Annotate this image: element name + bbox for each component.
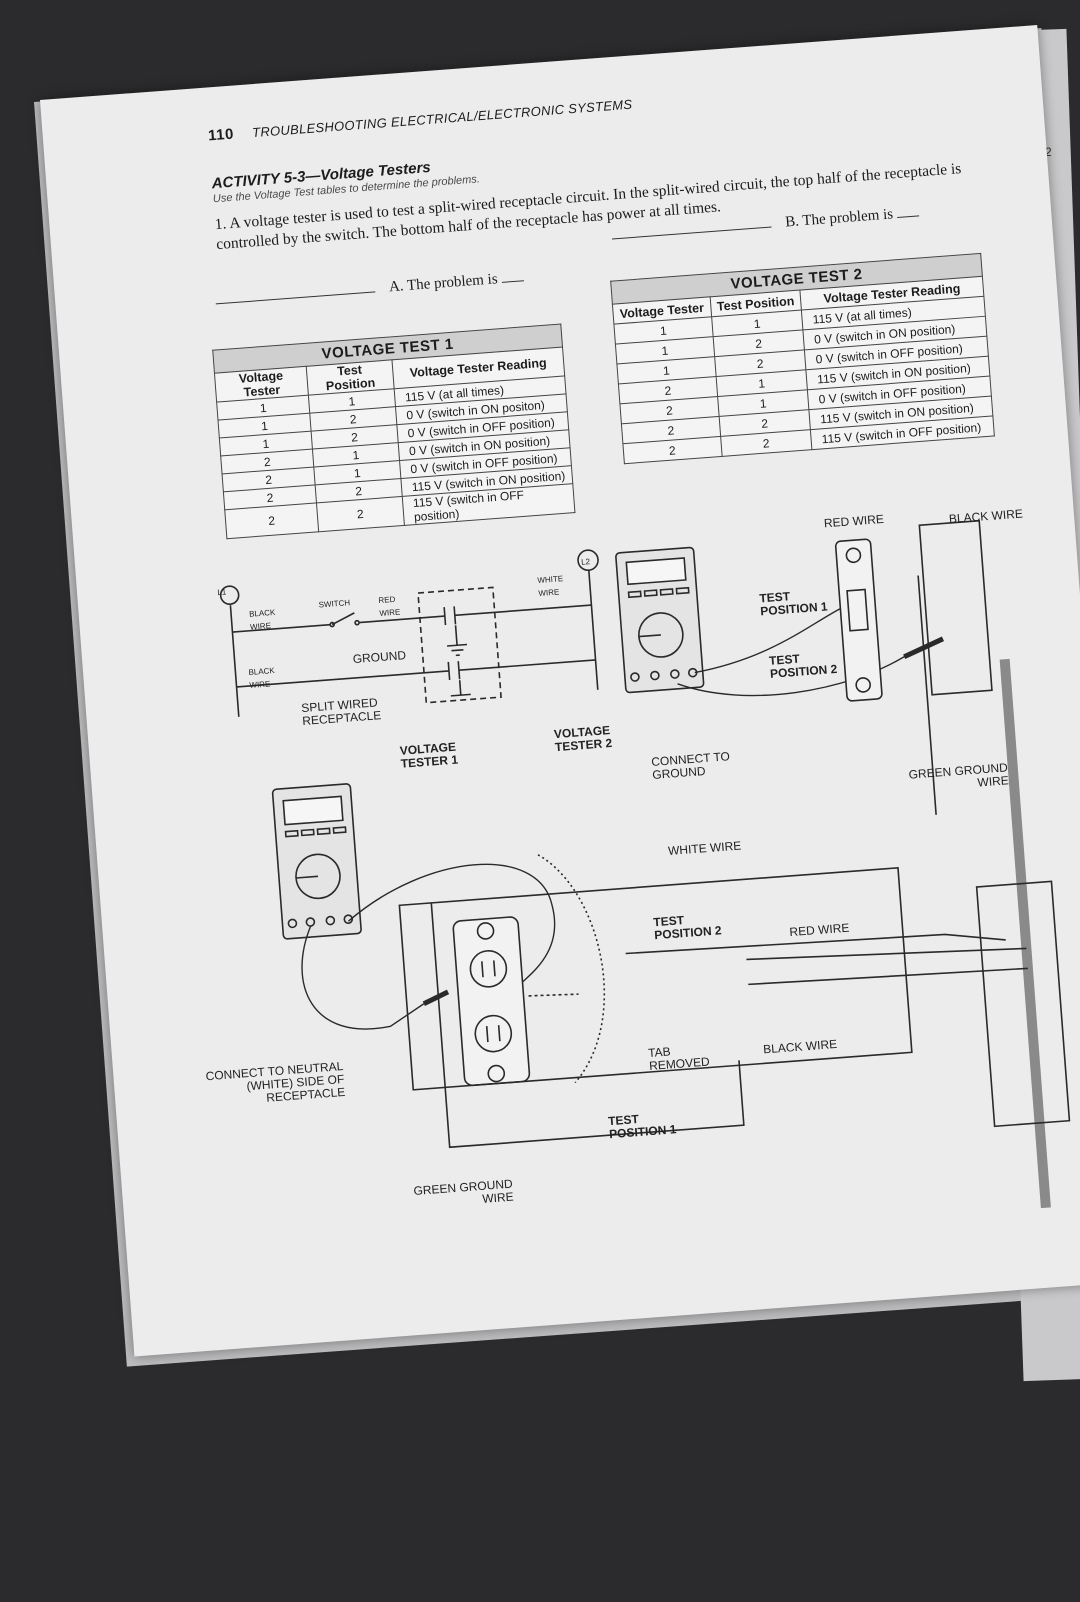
red-wire-line [359, 615, 445, 624]
ground-symbol [447, 643, 468, 647]
answer-a: A. The problem is [215, 269, 524, 309]
voltage-test-1-table: VOLTAGE TEST 1 Voltage Tester Test Posit… [212, 323, 576, 540]
receptacle-top-left [443, 607, 447, 626]
answer-a-label: A. The problem is [388, 271, 499, 296]
black-wire-line [232, 623, 331, 633]
ground-symbol-2 [450, 693, 471, 697]
ground-lead [454, 625, 458, 646]
switch-drawing [625, 519, 1071, 1209]
switch-label: SWITCH [318, 598, 351, 610]
black-wire-label: BLACK WIRE [248, 607, 276, 632]
switch-blade [331, 612, 355, 626]
white-wire-line [454, 604, 592, 617]
switch-box [918, 519, 993, 696]
answer-line [611, 226, 772, 240]
answer-blank [501, 280, 524, 283]
answer-line [215, 291, 376, 305]
diagram-drawing [219, 519, 1071, 1209]
line-l2 [588, 570, 599, 690]
l2-terminal [577, 549, 599, 572]
voltage-tester-1-drawing [271, 783, 362, 940]
white-wire-label: WHITE WIRE [537, 574, 564, 599]
ground-symbol [451, 649, 464, 652]
tester-cell: 2 [224, 502, 319, 539]
l1-terminal [219, 585, 240, 605]
page-header: 110 TROUBLESHOOTING ELECTRICAL/ELECTRONI… [208, 96, 633, 145]
page-number: 110 [207, 125, 235, 145]
ground-path [430, 902, 745, 1149]
white-wire-line-2 [458, 659, 596, 671]
voltage-tester-2-drawing [615, 546, 705, 694]
receptacle-box [417, 586, 502, 704]
l2-label: L2 [580, 557, 591, 567]
junction-box [975, 880, 1071, 1128]
voltage-test-2-table: VOLTAGE TEST 2 Voltage Tester Test Posit… [610, 252, 995, 465]
switch-contact [354, 619, 360, 626]
position-cell: 2 [316, 496, 405, 532]
line-l1 [229, 605, 240, 717]
box-outline [398, 866, 913, 1091]
receptacle-drawing [398, 854, 913, 1149]
ground-lead-2 [458, 680, 462, 696]
answer-blank [897, 215, 920, 219]
book-page: 110 TROUBLESHOOTING ELECTRICAL/ELECTRONI… [40, 25, 1080, 1357]
wiring-diagram: L1 L2 BLACK WIRE SWITCH RED WIRE WHITE W… [205, 506, 1080, 1276]
receptacle-bottom-left [447, 661, 451, 680]
running-title: TROUBLESHOOTING ELECTRICAL/ELECTRONIC SY… [251, 96, 633, 141]
black-wire-bottom-line [236, 670, 450, 688]
facing-page-number: 2 [1045, 145, 1052, 159]
red-wire-label: RED WIRE [378, 594, 401, 618]
black-wire-bottom-label: BLACK WIRE [248, 666, 276, 690]
schematic [219, 549, 599, 717]
conduit [999, 658, 1051, 1209]
l1-label: L1 [217, 587, 227, 598]
